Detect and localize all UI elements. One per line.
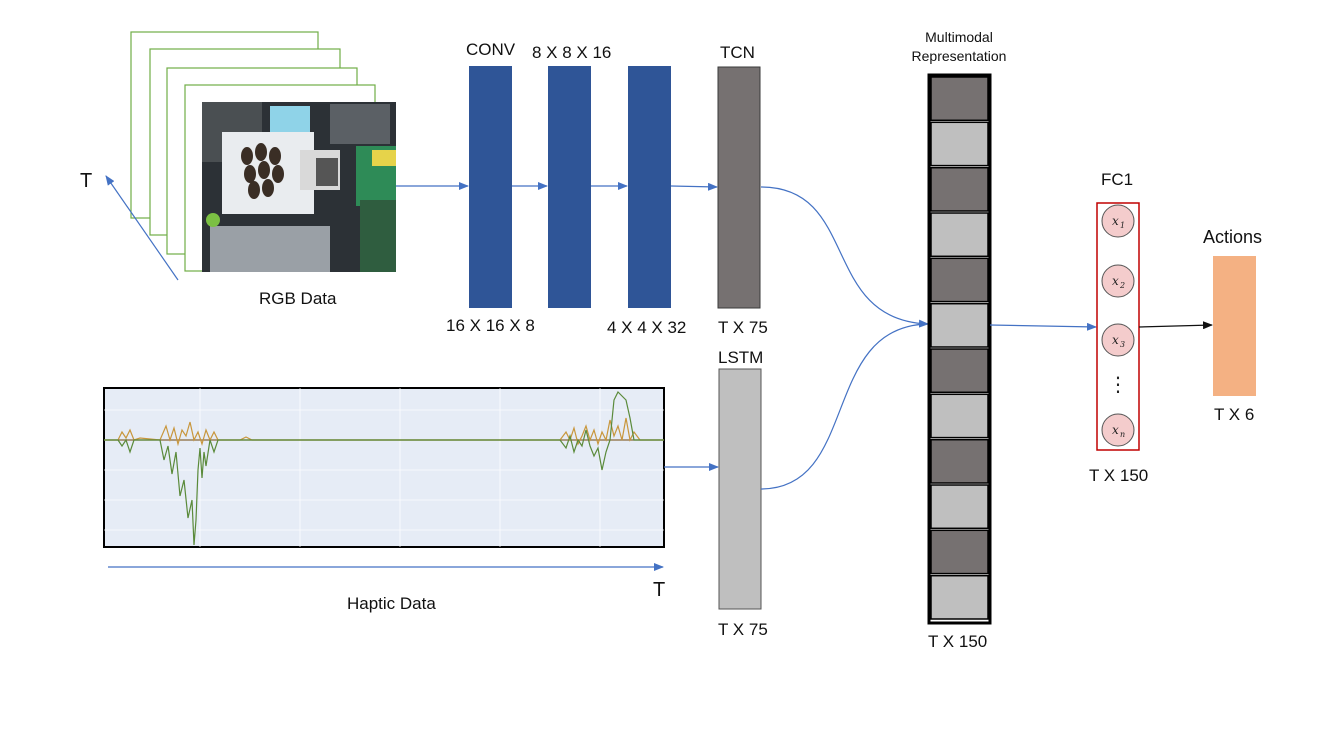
multimodal-representation — [930, 76, 989, 620]
fc1-node-label: x — [1112, 274, 1119, 288]
lstm-block — [718, 368, 762, 610]
actions-title: Actions — [1203, 227, 1263, 247]
lstm-dim: T X 75 — [718, 620, 768, 639]
rgb-image — [202, 102, 396, 272]
multimodal-title: Multimodal Representation — [899, 28, 1019, 66]
haptic-series-2 — [104, 390, 664, 546]
multimodal-cell — [930, 484, 989, 530]
arrow-multimodal-to-fc1 — [989, 322, 1097, 331]
multimodal-cell — [930, 257, 989, 303]
haptic-series-1 — [104, 417, 664, 447]
fc1-node — [1101, 413, 1135, 447]
rgb-time-arrow — [105, 175, 179, 281]
fc1-node-subscript: 1 — [1120, 221, 1125, 230]
multimodal-cell — [930, 212, 989, 258]
actions-dim: T X 6 — [1214, 405, 1255, 424]
fc1-node — [1101, 323, 1135, 357]
haptic-plot — [103, 387, 665, 548]
multimodal-cell — [930, 574, 989, 620]
tcn-title: TCN — [720, 43, 755, 62]
conv-dim-3: 4 X 4 X 32 — [607, 318, 687, 337]
fc1-dim: T X 150 — [1089, 466, 1149, 485]
multimodal-cell — [930, 529, 989, 575]
conv-title: CONV — [466, 40, 516, 59]
fc1-node — [1101, 264, 1135, 298]
rgb-time-label: T — [80, 170, 93, 192]
fc1-node-subscript: 2 — [1119, 281, 1125, 290]
conv-dim-2: 8 X 8 X 16 — [532, 43, 612, 62]
multimodal-cell — [930, 438, 989, 484]
multimodal-cell — [930, 166, 989, 212]
fc1-node-subscript: n — [1120, 430, 1125, 439]
fc1-node — [1101, 204, 1135, 238]
multimodal-title-line2: Representation — [911, 48, 1007, 64]
rgb-data-label: RGB Data — [259, 289, 337, 308]
multimodal-cell — [930, 393, 989, 439]
multimodal-cell — [930, 121, 989, 167]
haptic-data-label: Haptic Data — [347, 594, 436, 613]
arrow-conv3-to-tcn — [670, 182, 718, 191]
haptic-time-label: T — [653, 579, 666, 601]
fc1-node-label: x — [1112, 423, 1119, 437]
multimodal-cell — [930, 348, 989, 394]
multimodal-cell — [930, 76, 989, 122]
multimodal-cell — [930, 302, 989, 348]
fc1-node-label: x — [1112, 333, 1119, 347]
lstm-title: LSTM — [718, 348, 764, 367]
arrow-tcn-to-multimodal — [760, 186, 929, 328]
fc1-ellipsis: ⋮ — [1108, 372, 1128, 396]
conv-block-2 — [548, 66, 591, 308]
tcn-block — [717, 66, 761, 309]
tcn-dim: T X 75 — [718, 318, 768, 337]
conv-block-1 — [469, 66, 512, 308]
multimodal-dim: T X 150 — [928, 632, 988, 651]
fc1-node-subscript: 3 — [1120, 340, 1125, 349]
fc1-node-label: x — [1112, 214, 1119, 228]
multimodal-border — [927, 73, 992, 625]
conv-dim-1: 16 X 16 X 8 — [446, 316, 535, 335]
arrow-lstm-to-multimodal — [760, 323, 929, 490]
multimodal-title-line1: Multimodal — [925, 29, 993, 45]
conv-block-3 — [628, 66, 671, 308]
arrow-fc1-to-actions — [1138, 321, 1213, 330]
actions-block — [1213, 256, 1256, 396]
fc1-title: FC1 — [1101, 170, 1134, 189]
